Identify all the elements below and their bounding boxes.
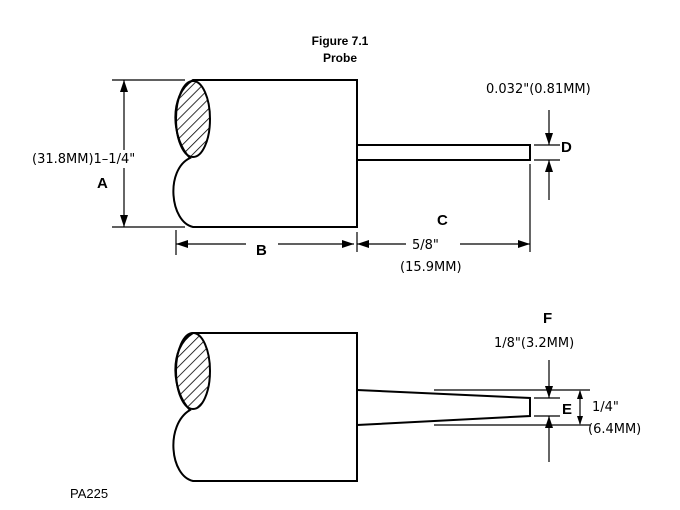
bottom-probe-tapered [356,389,531,426]
dimension-b [175,230,354,255]
probe-length-mm: (15.9MM) [400,260,462,275]
label-a: A [97,175,108,192]
width-mm: (6.4MM) [588,422,641,437]
top-section-hatch [175,80,211,158]
dimension-a [112,79,185,228]
probe-length-inches: 5/8" [412,238,439,253]
figure-subtitle: Probe [323,51,357,65]
width-inches: 1/4" [592,400,619,415]
label-c: C [437,212,448,229]
bottom-probe-body [172,332,358,482]
label-d: D [561,139,572,156]
bottom-section-hatch [175,332,211,410]
part-code: PA225 [70,486,108,501]
label-e: E [562,401,572,418]
top-probe-shaft [357,144,531,161]
dimension-f [534,360,560,462]
top-probe-body [172,79,358,228]
dimension-d [534,110,560,200]
bottom-tip-dimension: 1/8"(3.2MM) [494,336,574,351]
dimension-e [434,389,590,426]
label-b: B [256,242,267,259]
figure-title: Figure 7.1 [312,34,369,48]
label-f: F [543,310,552,327]
diameter-label: (31.8MM)1–1/4" [32,152,135,167]
top-tip-dimension: 0.032"(0.81MM) [486,82,591,97]
dimension-c [356,164,531,252]
